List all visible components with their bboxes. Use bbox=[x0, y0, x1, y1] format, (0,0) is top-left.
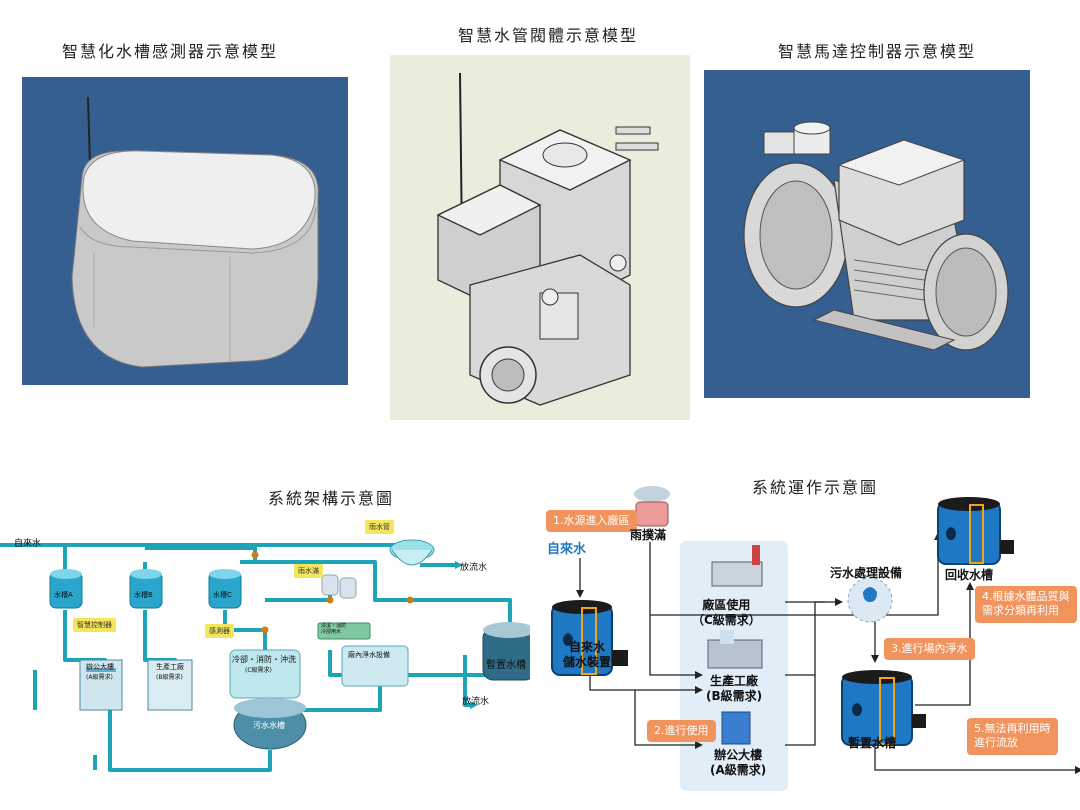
arch-cooling-label: 冷卻・消防・沖洗 bbox=[232, 655, 296, 664]
motor-model-panel bbox=[704, 70, 1030, 398]
arch-purifier-box bbox=[341, 645, 409, 687]
arch-small-tanks bbox=[321, 574, 357, 599]
op-storage-label: 自來水 儲水裝置 bbox=[563, 640, 612, 669]
arch-cooling-box bbox=[229, 649, 301, 699]
sensor-model-panel bbox=[22, 77, 348, 385]
arch-rain-collector bbox=[389, 539, 435, 566]
arch-rain-tag: 雨水滿 bbox=[294, 564, 323, 578]
arch-arrow-discharge1 bbox=[455, 561, 463, 569]
arch-tank-b bbox=[129, 569, 163, 609]
architecture-diagram bbox=[0, 539, 530, 772]
arch-tank-a-label: 水槽A bbox=[54, 591, 73, 599]
op-zone-a-label: 辦公大樓 (A級需求) bbox=[710, 748, 767, 777]
arch-factory-label: 生產工廠 bbox=[156, 663, 184, 671]
arch-temp-tank bbox=[482, 622, 530, 681]
op-step1-tag: 1.水源進入廠區 bbox=[546, 510, 637, 533]
op-storage-tank bbox=[551, 600, 628, 676]
valve-model-image bbox=[436, 72, 659, 406]
arch-office-sub-label: (A級需求) bbox=[86, 674, 113, 681]
arch-arrow-discharge2 bbox=[470, 701, 478, 709]
arch-factory-building bbox=[147, 659, 193, 711]
op-step2-tag: 2.進行使用 bbox=[647, 720, 716, 743]
op-recycle-label: 回收水槽 bbox=[945, 568, 994, 582]
arch-green-tag-label: 清潔・消防 冷卻用水 bbox=[321, 623, 347, 635]
op-zone-b-icon bbox=[707, 630, 763, 669]
op-rain-barrel bbox=[634, 486, 670, 527]
sensor-model-title: 智慧化水槽感測器示意模型 bbox=[62, 42, 279, 61]
arch-sensor-tag: 感測器 bbox=[205, 624, 234, 638]
sensor-model-image bbox=[71, 96, 319, 368]
op-temp-tank bbox=[841, 670, 926, 746]
arch-temp-tank-label: 暫置水槽 bbox=[486, 660, 526, 671]
op-temp-tank-label: 暫置水槽 bbox=[848, 736, 897, 750]
arch-purify-label: 廠內淨水設備 bbox=[348, 651, 390, 659]
operation-diagram bbox=[551, 486, 1080, 774]
arch-cooling-sub-label: (C級需求) bbox=[245, 667, 272, 674]
op-recycle-tank bbox=[937, 497, 1014, 565]
op-zone-a-icon bbox=[721, 711, 751, 745]
arch-office-building bbox=[79, 659, 123, 711]
architecture-title: 系統架構示意圖 bbox=[268, 489, 395, 508]
arch-office-label: 辦公大樓 bbox=[86, 663, 114, 671]
arch-discharge1-label: 放流水 bbox=[460, 563, 488, 573]
arch-rain-pipe-tag: 雨水管 bbox=[365, 520, 394, 534]
op-tap-water-label: 自來水 bbox=[547, 542, 587, 557]
arch-tank-c-label: 水槽C bbox=[213, 591, 232, 599]
operation-title: 系統運作示意圖 bbox=[752, 478, 879, 497]
arch-tank-c bbox=[208, 569, 242, 609]
arch-smart-controller-tag: 智慧控制器 bbox=[73, 618, 116, 632]
op-rain-full-label: 雨撲滿 bbox=[630, 528, 667, 542]
op-zone-b-label: 生產工廠 (B級需求) bbox=[706, 674, 763, 703]
arch-sewage-tank bbox=[233, 698, 307, 750]
arch-discharge2-label: 放流水 bbox=[462, 697, 490, 707]
motor-model-image bbox=[743, 121, 1009, 351]
op-zone-c-icon bbox=[711, 545, 763, 587]
op-step4-tag: 4.根據水體品質與 需求分類再利用 bbox=[975, 586, 1077, 623]
arch-tap-water-label: 自來水 bbox=[14, 539, 42, 549]
op-sewage-label: 污水處理設備 bbox=[830, 566, 903, 580]
arch-tank-b-label: 水槽B bbox=[134, 591, 153, 599]
op-sewage-processor bbox=[847, 577, 893, 623]
op-zone-c-label: 廠區使用 （C級需求） bbox=[692, 598, 761, 627]
arch-factory-sub-label: (B級需求) bbox=[156, 674, 183, 681]
arch-tank-a bbox=[49, 569, 83, 609]
valve-model-title: 智慧水管閥體示意模型 bbox=[458, 26, 639, 45]
op-step5-tag: 5.無法再利用時 進行流放 bbox=[967, 718, 1058, 755]
arch-green-tag bbox=[317, 622, 371, 640]
arch-sewage-tank-label: 污水水槽 bbox=[253, 721, 285, 730]
op-step3-tag: 3.進行場內淨水 bbox=[884, 638, 975, 661]
valve-model-panel bbox=[390, 55, 690, 420]
motor-model-title: 智慧馬達控制器示意模型 bbox=[778, 42, 977, 61]
